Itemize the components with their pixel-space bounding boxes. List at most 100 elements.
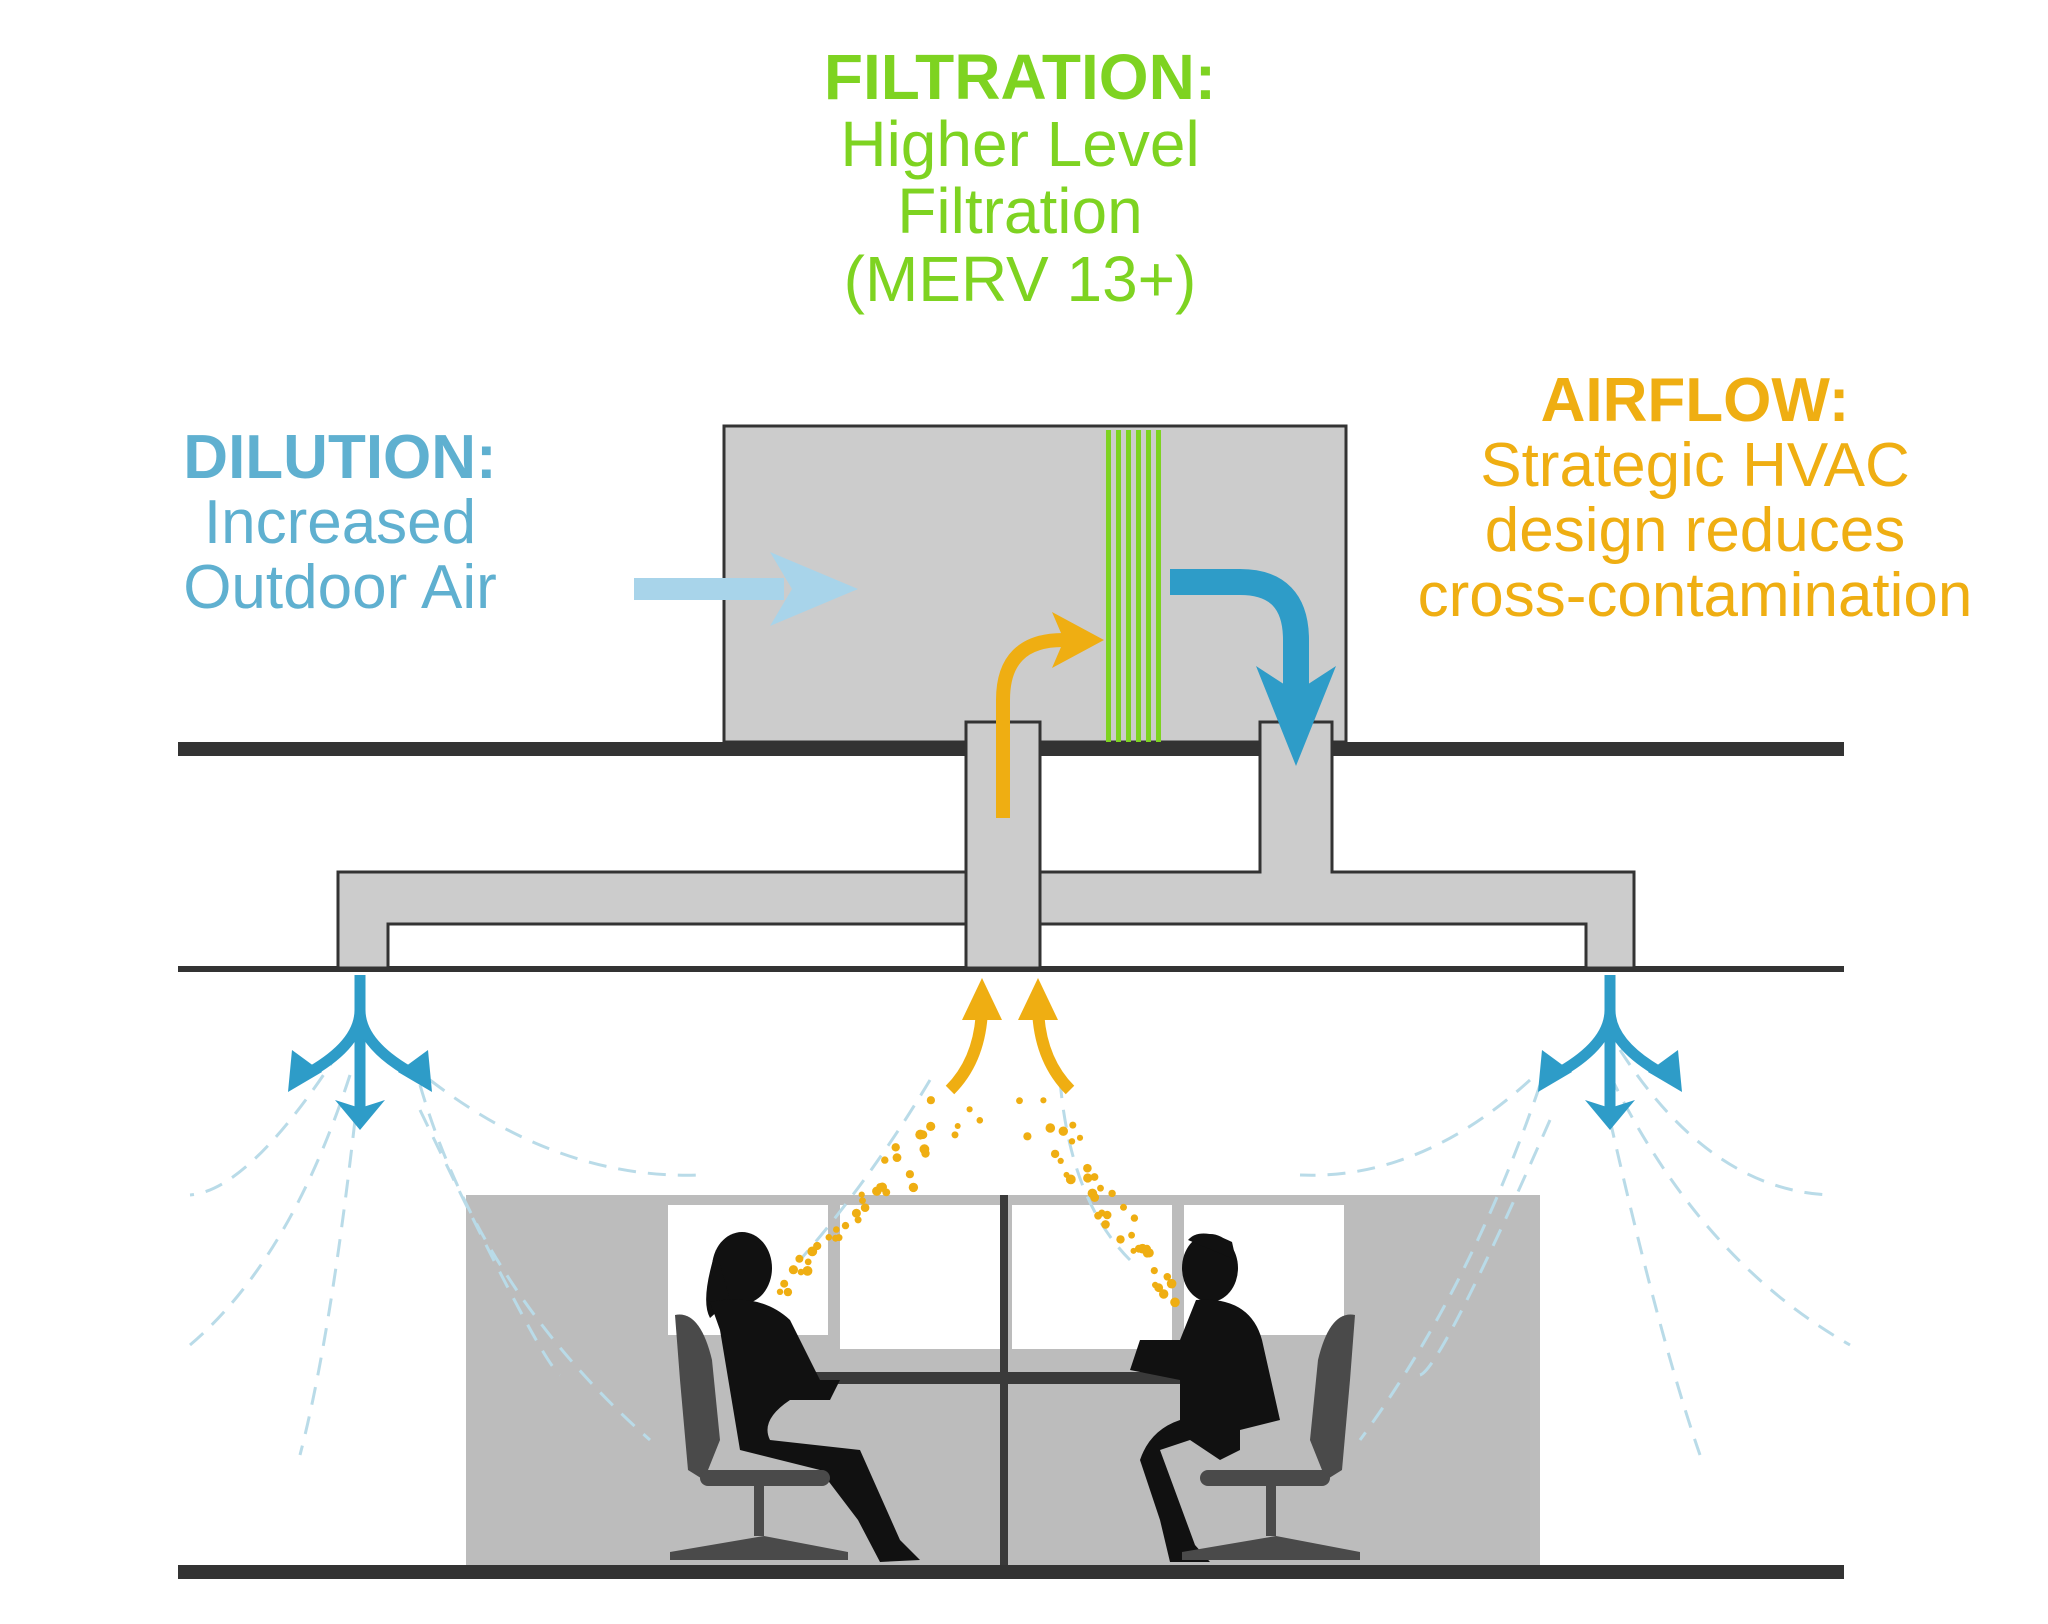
aerosol-dot: [1102, 1210, 1112, 1220]
aerosol-dot: [1128, 1231, 1135, 1239]
aerosol-dot: [892, 1153, 902, 1162]
floor-slab: [178, 1565, 1844, 1579]
aerosol-dot: [1063, 1171, 1070, 1178]
aerosol-dot: [1076, 1134, 1084, 1141]
aerosol-dot: [788, 1265, 799, 1275]
airflow-line-3: cross-contamination: [1417, 561, 1973, 631]
aerosol-dot: [858, 1191, 865, 1198]
aerosol-dot: [1083, 1163, 1092, 1173]
aerosol-dot: [966, 1106, 973, 1113]
aerosol-dot: [859, 1197, 866, 1204]
aerosol-dot: [1090, 1193, 1100, 1202]
aerosol-dot: [841, 1221, 850, 1230]
airflow-label: AIRFLOW: Strategic HVAC design reduces c…: [1345, 368, 2045, 628]
aerosol-dot: [1159, 1289, 1169, 1299]
aerosol-dot: [776, 1288, 784, 1296]
aerosol-dot: [1057, 1157, 1064, 1164]
filtration-heading: FILTRATION:: [823, 41, 1217, 113]
aerosol-dot: [1050, 1149, 1060, 1159]
aerosol-dot: [954, 1123, 961, 1129]
arrow-right-icon: [634, 552, 858, 626]
aerosol-dot: [813, 1241, 822, 1251]
aerosol-dot: [926, 1121, 936, 1131]
aerosol-dot: [860, 1203, 870, 1212]
aerosol-dot: [1040, 1097, 1047, 1104]
aerosol-dot: [833, 1226, 840, 1233]
diffuser-right-heads: [1538, 1050, 1682, 1130]
airflow-line-1: Strategic HVAC: [1480, 431, 1910, 501]
aerosol-dot: [825, 1234, 833, 1241]
merv-filter: [1106, 430, 1161, 742]
aerosol-dot: [921, 1149, 930, 1158]
arrow-curved-up-right-head: [1052, 612, 1104, 668]
aerosol-dot: [1090, 1173, 1099, 1181]
aerosol-dot: [1069, 1121, 1077, 1129]
diffuser-spread-arrows-icon: [302, 975, 418, 1120]
filtration-line-2: Filtration: [897, 175, 1143, 248]
supply-duct: [336, 720, 1636, 970]
arrow-curved-down-head: [1256, 666, 1336, 766]
aerosol-dot: [905, 1170, 915, 1179]
aerosol-dot: [881, 1156, 889, 1164]
double-up-arrows-icon: [945, 1009, 1075, 1095]
dilution-line-2: Outdoor Air: [183, 553, 497, 623]
aerosol-dot: [1023, 1132, 1032, 1141]
aerosol-dot: [1120, 1203, 1127, 1211]
center-partition: [1000, 1195, 1008, 1568]
aerosol-dot: [1058, 1126, 1069, 1136]
aerosol-dot: [802, 1266, 813, 1276]
seated-woman-silhouette-icon-right: [1130, 1233, 1280, 1562]
aerosol-dot: [951, 1131, 959, 1139]
arrow-curved-down-icon: [1170, 569, 1309, 692]
aerosol-dot: [1101, 1220, 1110, 1229]
aerosol-dot: [1163, 1273, 1172, 1281]
office-chair-icon-right: [1182, 1314, 1360, 1560]
aerosol-dot: [832, 1234, 840, 1242]
aerosol-dot: [1016, 1097, 1023, 1105]
aerosol-dot: [1116, 1235, 1125, 1244]
diffuser-left-heads: [288, 1050, 432, 1130]
aerosol-dot: [1150, 1267, 1158, 1275]
aerosol-dot: [926, 1096, 936, 1105]
aerosol-dot: [851, 1208, 861, 1218]
aerosol-dot: [804, 1258, 812, 1266]
airflow-line-2: design reduces: [1484, 496, 1906, 566]
air-flow-dashes: [189, 1049, 1851, 1456]
aerosol-dot: [976, 1117, 984, 1124]
office-chair-icon: [670, 1314, 848, 1560]
aerosol-dot: [1170, 1297, 1180, 1308]
dilution-line-1: Increased: [203, 488, 477, 558]
filtration-line-1: Higher Level: [840, 108, 1200, 181]
aerosol-dot: [854, 1216, 862, 1224]
arrow-curved-up-right-icon: [996, 633, 1078, 818]
aerosol-dot: [877, 1182, 887, 1192]
aerosol-dot: [783, 1287, 793, 1297]
aerosol-particles: [776, 1096, 1180, 1308]
dilution-heading: DILUTION:: [183, 423, 497, 492]
diffuser-spread-arrows-icon-right: [1552, 975, 1668, 1120]
dilution-label: DILUTION: Increased Outdoor Air: [110, 425, 570, 620]
aerosol-dot: [1108, 1189, 1116, 1198]
aerosol-dot: [780, 1279, 789, 1288]
filtration-line-3: (MERV 13+): [843, 242, 1197, 315]
aerosol-dot: [908, 1182, 919, 1193]
aerosol-dot: [795, 1254, 804, 1263]
aerosol-dot: [1166, 1278, 1177, 1289]
aerosol-dot: [1130, 1214, 1139, 1222]
double-up-arrows-heads: [962, 978, 1058, 1020]
aerosol-dot: [1083, 1173, 1093, 1183]
filtration-label: FILTRATION: Higher Level Filtration (MER…: [760, 41, 1280, 315]
aerosol-dot: [1068, 1138, 1076, 1145]
aerosol-dot: [1094, 1211, 1102, 1220]
aerosol-dot: [1097, 1184, 1104, 1192]
aerosol-dot: [918, 1130, 928, 1140]
aerosol-dot: [1152, 1281, 1159, 1289]
seated-woman-silhouette-icon: [706, 1232, 920, 1562]
aerosol-dot: [1045, 1123, 1056, 1133]
aerosol-dot: [1134, 1244, 1143, 1253]
aerosol-dot: [1142, 1244, 1151, 1253]
aerosol-dot: [1130, 1247, 1137, 1254]
aerosol-dot: [891, 1143, 900, 1152]
airflow-heading: AIRFLOW:: [1540, 366, 1850, 435]
